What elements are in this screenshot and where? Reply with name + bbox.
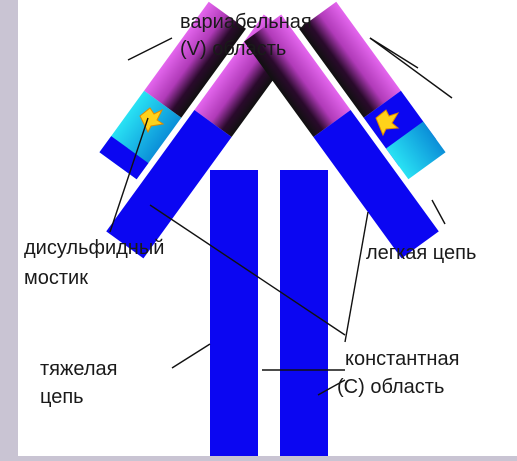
constant-region-label-line2: (С) область	[337, 375, 444, 399]
variable-region-label-line2: (V) область	[180, 37, 286, 61]
disulfide-bridge-label-line1: дисульфидный	[24, 236, 164, 260]
light-chain-label: легкая цепь	[366, 241, 476, 265]
heavy-chain-label-line2: цепь	[40, 385, 84, 409]
heavy-chain-label-line1: тяжелая	[40, 357, 117, 381]
right-heavy-stem	[280, 170, 328, 456]
disulfide-bridge-label-line2: мостик	[24, 266, 88, 290]
constant-region-label-line1: константная	[345, 347, 459, 371]
stem-gap	[258, 170, 280, 456]
left-heavy-stem	[210, 170, 258, 456]
variable-region-label-line1: вариабельная	[180, 10, 312, 34]
